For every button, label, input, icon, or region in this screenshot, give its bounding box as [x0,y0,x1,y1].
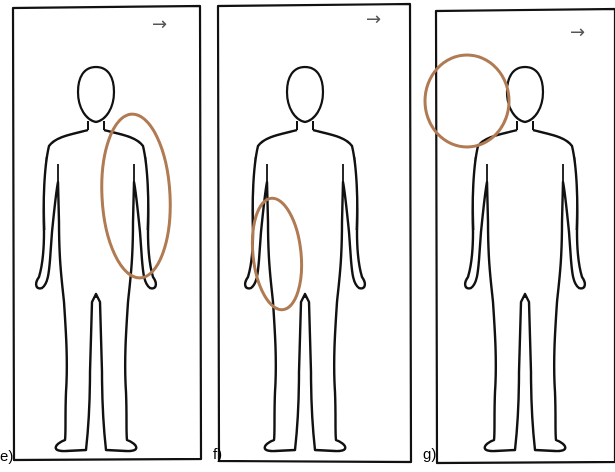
panel-e: → [13,6,201,460]
panel-g-body-figure [465,67,585,451]
panel-e-label: e) [0,449,13,464]
panel-f-arrow: → [366,9,381,30]
panel-f-label: f) [213,447,222,462]
panel-g-frame [436,9,615,463]
panel-e-arrow: → [152,14,167,35]
panel-g-label: g) [423,447,436,462]
panel-g-arrow: → [570,22,585,43]
panel-f-highlight-circle [247,196,306,312]
panel-g: → [425,9,615,463]
panel-g-highlight-circle [425,55,509,147]
panel-e-body-figure [36,67,156,451]
panel-f-frame [218,4,411,462]
panel-f-body-figure [245,67,365,451]
panel-f: → [218,4,411,462]
